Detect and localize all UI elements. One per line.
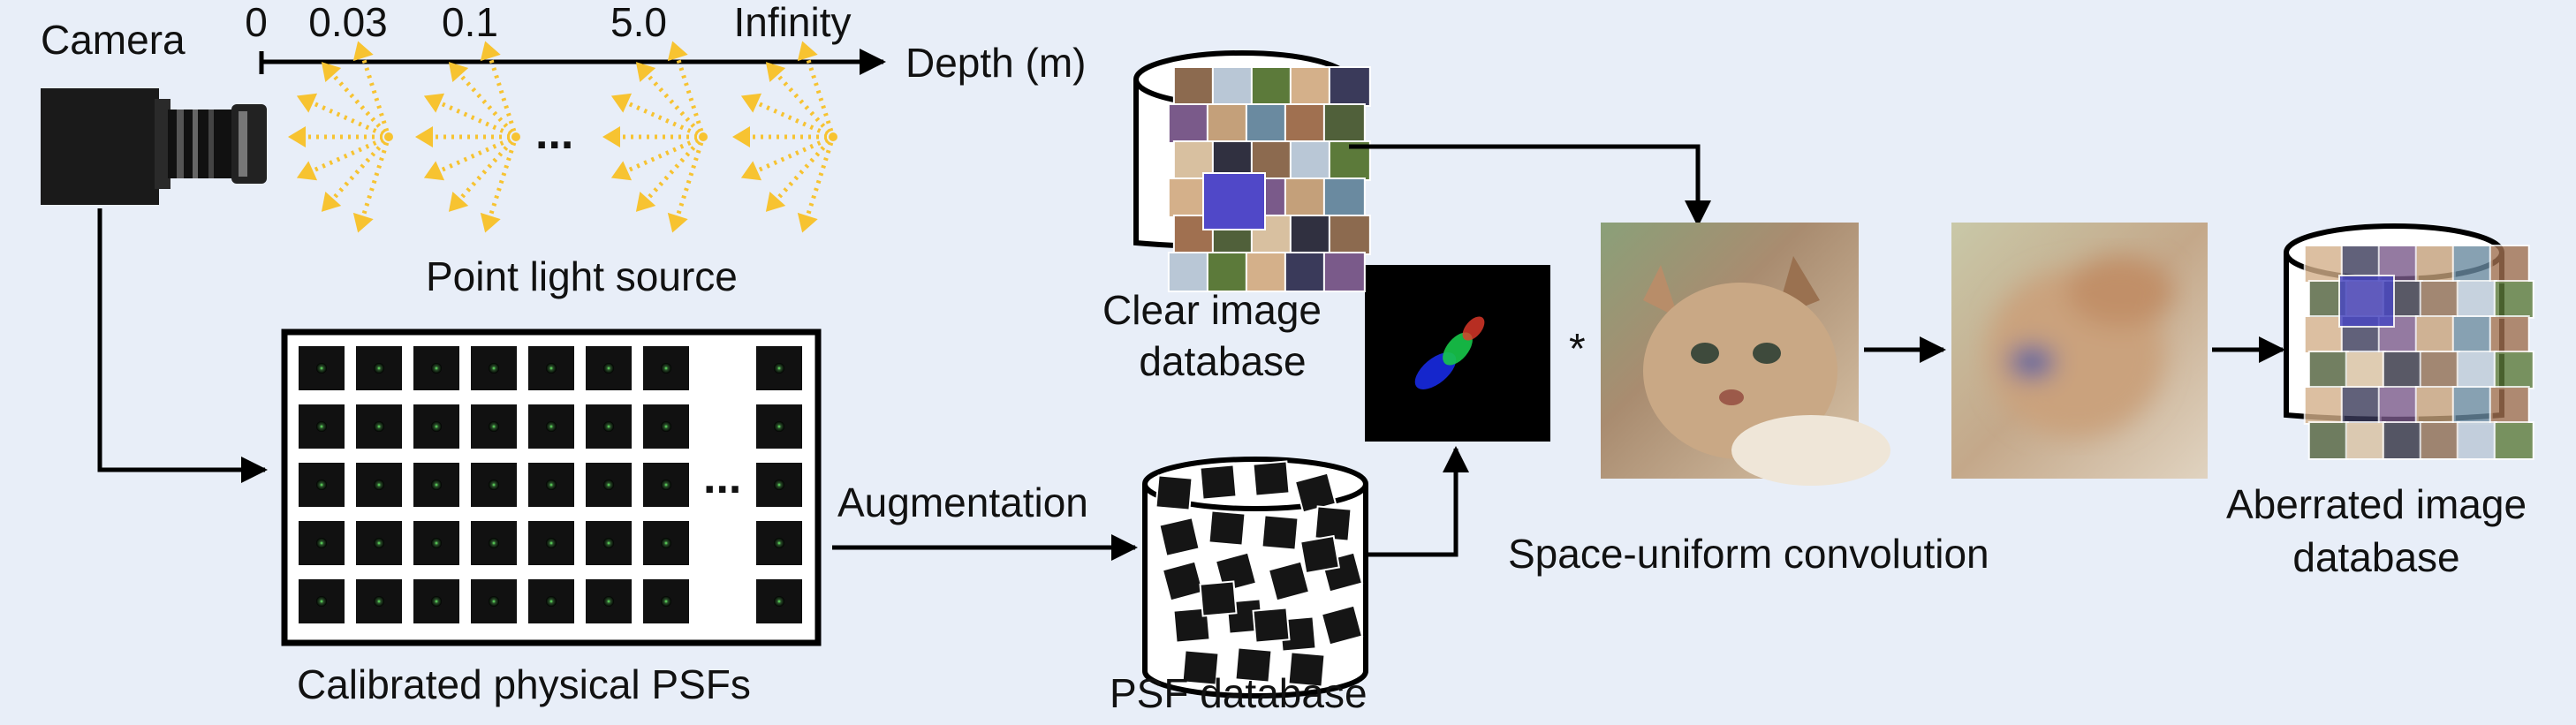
- clear-image-database-icon: [1133, 50, 1371, 292]
- camera-icon: [41, 88, 267, 205]
- camera-label: Camera: [41, 17, 186, 63]
- tick-0-03: 0.03: [308, 0, 388, 45]
- calibrated-psf-label: Calibrated physical PSFs: [297, 661, 751, 707]
- clear-to-cat-arrow: [1349, 144, 1711, 227]
- tick-infinity: Infinity: [733, 0, 852, 45]
- clear-db-label-1: Clear image: [1102, 287, 1322, 333]
- point-light-label: Point light source: [426, 253, 738, 299]
- psf-grid-ellipsis: ...: [703, 452, 742, 503]
- convolution-operator: *: [1569, 326, 1586, 373]
- light-ellipsis: ...: [535, 108, 574, 159]
- tick-0: 0: [245, 0, 268, 45]
- tick-5-0: 5.0: [610, 0, 667, 45]
- aberrated-database-icon: [2284, 223, 2534, 460]
- space-uniform-label: Space-uniform convolution: [1508, 531, 1989, 577]
- psf-database-icon: [1142, 457, 1368, 699]
- point-light-1: [288, 41, 393, 233]
- depth-axis-label: Depth (m): [905, 40, 1087, 86]
- point-light-4: [732, 41, 837, 233]
- point-light-2: [415, 41, 520, 233]
- aberrated-db-label-1: Aberrated image: [2225, 481, 2527, 527]
- point-light-3: [602, 41, 708, 233]
- clear-db-label-2: database: [1139, 338, 1307, 384]
- psf-to-kernel-arrow: [1366, 446, 1469, 557]
- psf-grid: [281, 329, 822, 646]
- psf-kernel-image: [1365, 265, 1550, 442]
- psf-db-label: PSF database: [1110, 670, 1368, 716]
- augmentation-label: Augmentation: [837, 480, 1088, 525]
- tick-0-1: 0.1: [442, 0, 498, 45]
- camera-to-psf-arrow: [97, 208, 268, 483]
- aberrated-db-label-2: database: [2292, 534, 2460, 580]
- point-light-icon: [288, 41, 837, 233]
- aberrated-cat-image: [1951, 223, 2208, 479]
- cat-image: [1601, 223, 1890, 486]
